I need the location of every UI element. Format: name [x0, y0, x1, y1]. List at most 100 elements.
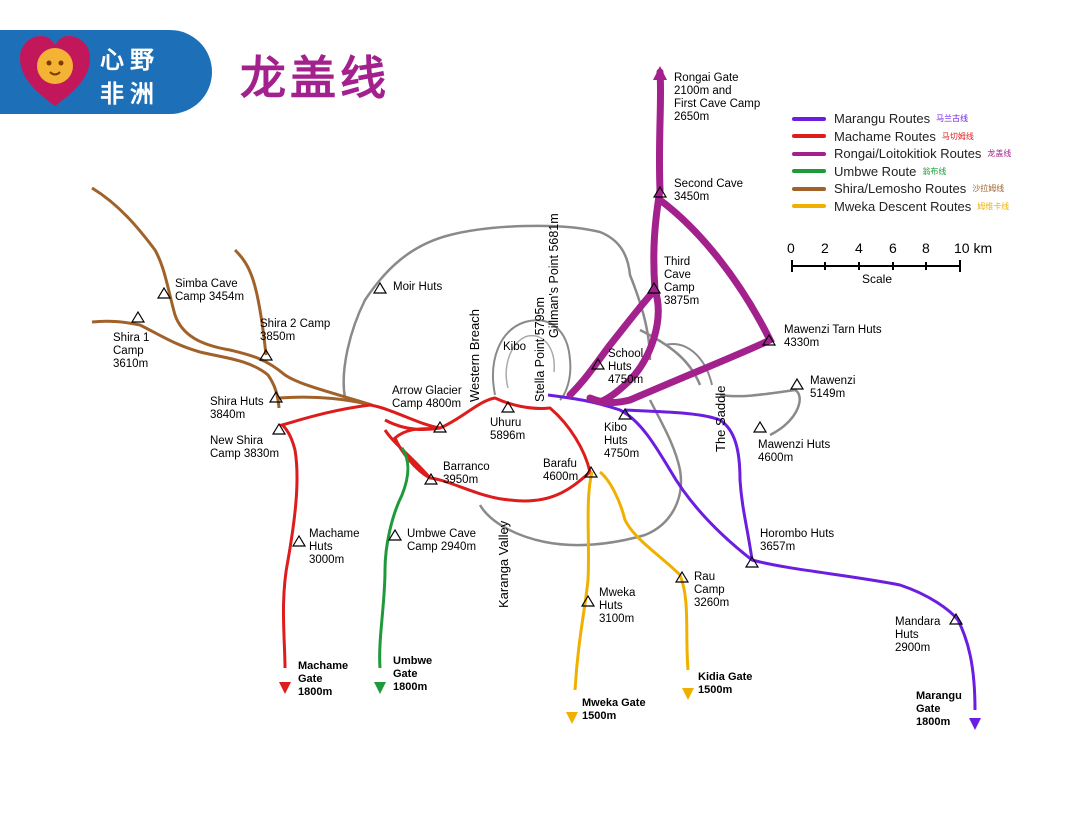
legend-swatch: [792, 151, 826, 156]
shira-lemosho-route: [91, 186, 373, 409]
legend-cn-label: 沙拉姆线: [972, 184, 1005, 194]
legend-label: Umbwe Route: [834, 163, 917, 179]
legend-cn-label: 马兰古线: [936, 114, 969, 124]
legend-swatch: [792, 186, 826, 191]
kibo-label: Kibo: [503, 341, 527, 353]
umbwe-gate-label: Umbwe Gate 1800m: [393, 655, 433, 693]
camp-icon: [789, 377, 805, 390]
legend-label: Shira/Lemosho Routes: [834, 181, 967, 197]
mweka-huts-label: Mweka Huts 3100m: [599, 587, 636, 625]
the-saddle-label: The Saddle: [713, 385, 728, 453]
kibo-huts-label: Kibo Huts 4750m: [604, 422, 640, 460]
scale-tick-label: 4: [855, 240, 863, 256]
legend-swatch: [792, 169, 826, 174]
machame-gate-arrow-icon: [279, 682, 291, 694]
gillmans-point-label: Gillman's Point 5681m: [547, 213, 561, 338]
stella-point-label: Stella Point 5795m: [533, 297, 547, 402]
rau-camp-label: Rau Camp 3260m: [694, 571, 730, 609]
rongai-gate-label: Rongai Gate 2100m and First Cave Camp 26…: [674, 72, 761, 123]
camp-icon: [156, 286, 172, 299]
legend-item: Rongai/Loitokitiok Routes 龙盖线: [792, 145, 1011, 163]
camp-icon: [580, 594, 596, 607]
legend-swatch: [792, 116, 826, 121]
legend-item: Shira/Lemosho Routes 沙拉姆线: [792, 180, 1011, 198]
legend-label: Marangu Routes: [834, 111, 931, 127]
legend-label: Mweka Descent Routes: [834, 198, 972, 214]
umbwe-gate-arrow-icon: [374, 682, 386, 694]
mweka-gate-label: Mweka Gate 1500m: [582, 697, 646, 722]
legend-swatch: [792, 204, 826, 209]
camp-icon: [291, 534, 307, 547]
camp-icon: [617, 407, 633, 420]
legend-item: Mweka Descent Routes 姆维卡线: [792, 198, 1011, 216]
camp-markers: [130, 185, 964, 625]
legend-item: Umbwe Route 翁布线: [792, 163, 1011, 181]
marangu-gate-arrow-icon: [969, 718, 981, 730]
mawenzi-tarn-label: Mawenzi Tarn Huts 4330m: [784, 324, 882, 349]
page-title: 龙盖线: [240, 51, 390, 105]
camp-icon: [752, 420, 768, 433]
scale-tick-label: 8: [922, 240, 930, 256]
scale-tick-label: 0: [787, 240, 795, 256]
camp-icon: [583, 465, 599, 478]
scale-tick-label: 2: [821, 240, 829, 256]
camp-icon: [258, 348, 274, 361]
legend-cn-label: 姆维卡线: [977, 201, 1010, 211]
camp-icon: [387, 528, 403, 541]
brand-name-line-1: 心野: [100, 46, 160, 74]
camp-icon: [652, 185, 668, 198]
camp-icon: [761, 333, 777, 346]
camp-icon: [744, 555, 760, 568]
umbwe-cave-label: Umbwe Cave Camp 2940m: [407, 528, 477, 553]
karanga-valley-label: Karanga Valley: [496, 520, 511, 608]
forest-boundary: [342, 224, 801, 547]
camp-icon: [590, 357, 606, 370]
kidia-gate-arrow-icon: [682, 688, 694, 700]
scale-label: Scale: [862, 272, 893, 286]
third-cave-label: Third Cave Camp 3875m: [664, 256, 700, 307]
legend-label: Machame Routes: [834, 128, 936, 144]
kibo-crater: [492, 319, 572, 401]
western-breach-label: Western Breach: [467, 309, 482, 402]
camp-icon: [423, 472, 439, 485]
camp-icon: [271, 422, 287, 435]
moir-huts-label: Moir Huts: [393, 281, 443, 293]
kibo-inner-crater: [505, 335, 555, 389]
legend-cn-label: 翁布线: [922, 166, 947, 176]
scale-bar: [791, 260, 961, 272]
arrow-glacier-label: Arrow Glacier Camp 4800m: [392, 385, 462, 410]
mandara-huts-label: Mandara Huts 2900m: [895, 616, 941, 654]
legend-swatch: [792, 134, 826, 139]
shira-2-label: Shira 2 Camp 3850m: [260, 318, 331, 343]
camp-icon: [646, 281, 662, 294]
machame-huts-label: Machame Huts 3000m: [309, 528, 360, 566]
camp-icon: [372, 281, 388, 294]
legend-label: Rongai/Loitokitiok Routes: [834, 146, 982, 162]
scale-tick-label: 6: [889, 240, 897, 256]
legend-item: Machame Routes 马切姆线: [792, 128, 1011, 146]
legend-cn-label: 马切姆线: [941, 131, 974, 141]
rongai-route: [566, 68, 775, 407]
new-shira-label: New Shira Camp 3830m: [210, 435, 280, 460]
camp-icon: [432, 420, 448, 433]
brand-name-line-2: 非洲: [100, 80, 160, 108]
kidia-gate-label: Kidia Gate 1500m: [698, 671, 753, 696]
mawenzi-huts-label: Mawenzi Huts 4600m: [758, 439, 831, 464]
second-cave-label: Second Cave 3450m: [674, 178, 744, 203]
scale-tick-label: 10 km: [954, 240, 993, 256]
camp-icon: [500, 400, 516, 413]
barafu-label: Barafu 4600m: [543, 458, 579, 483]
horombo-huts-label: Horombo Huts 3657m: [760, 528, 835, 553]
camp-icon: [674, 570, 690, 583]
legend-cn-label: 龙盖线: [987, 149, 1012, 159]
mawenzi-label: Mawenzi 5149m: [810, 375, 856, 400]
lion-heart-logo-icon: [20, 36, 90, 106]
legend-item: Marangu Routes 马兰古线: [792, 110, 1011, 128]
barranco-label: Barranco 3950m: [443, 461, 490, 486]
uhuru-label: Uhuru 5896m: [490, 417, 526, 442]
camp-icon: [948, 612, 964, 625]
mweka-descent-route: [573, 470, 690, 691]
simba-cave-label: Simba Cave Camp 3454m: [175, 278, 245, 303]
